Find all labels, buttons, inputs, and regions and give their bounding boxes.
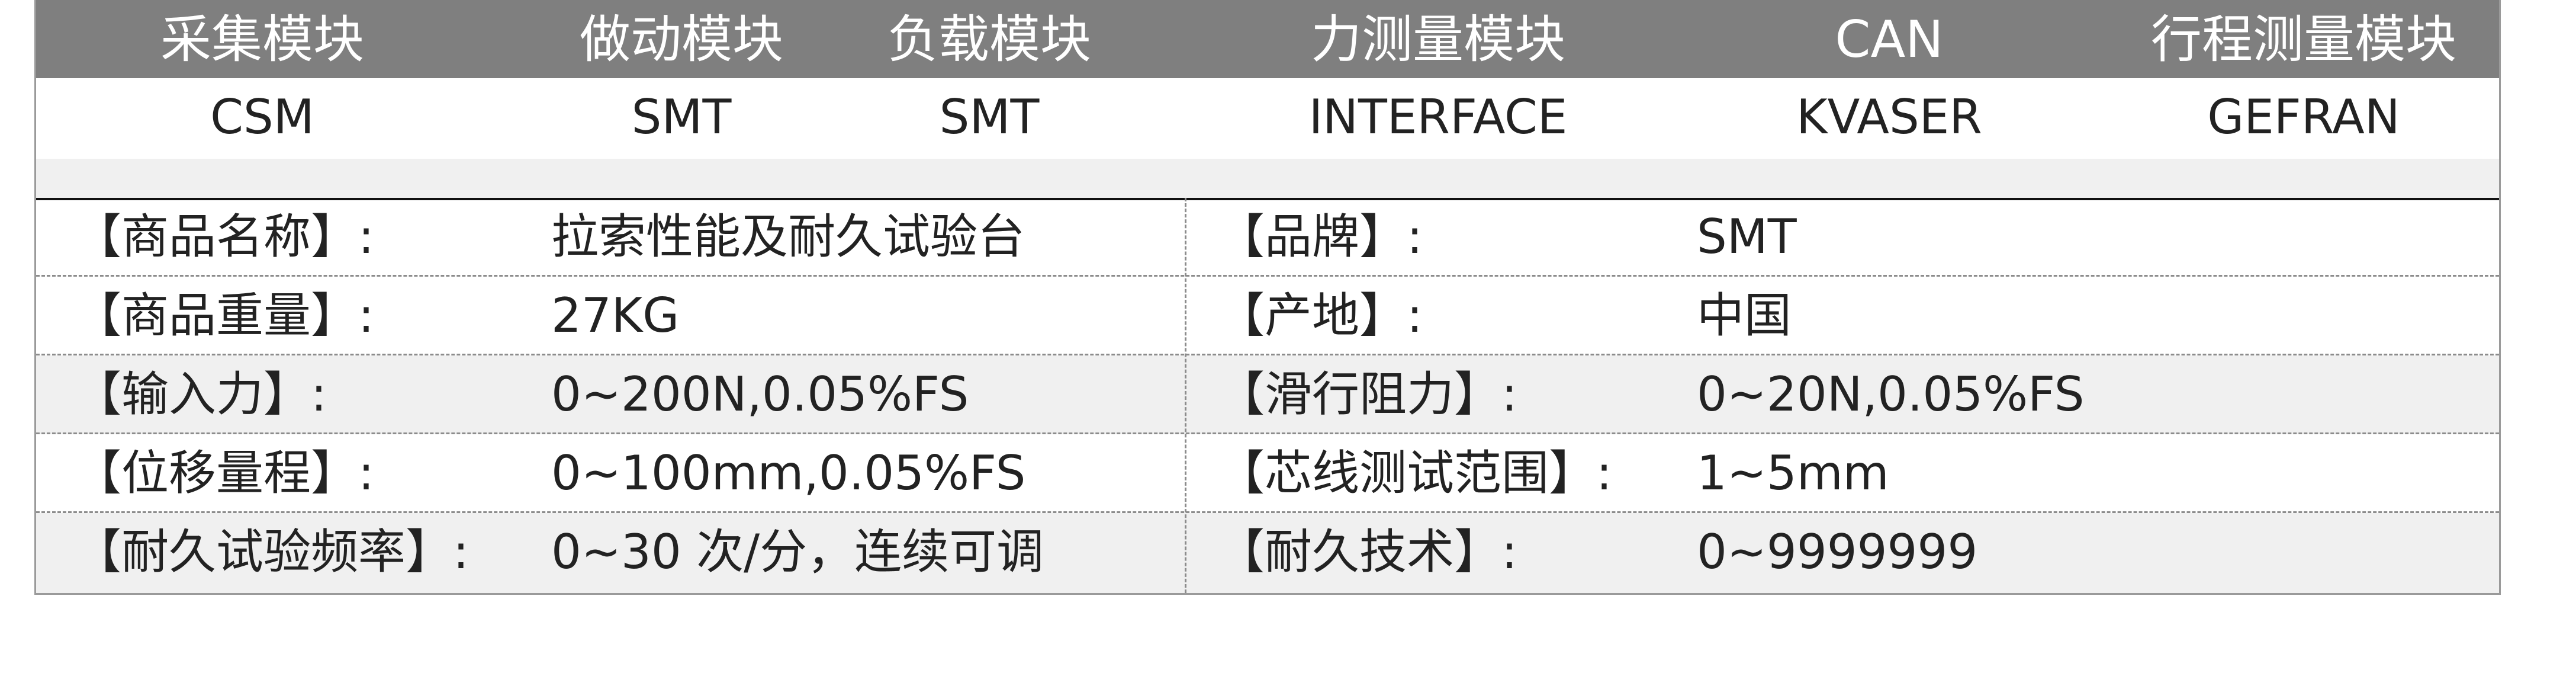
spec-value: 0~100mm,0.05%FS [551,446,1026,501]
spec-label: 【滑行阻力】: [1217,367,1517,422]
spec-value: 0~20N,0.05%FS [1697,367,2085,422]
spec-value: 0~30 次/分，连续可调 [551,524,1044,579]
spec-label: 【商品重量】: [74,288,374,343]
spec-row: 【耐久试验频率】: 0~30 次/分，连续可调 【耐久技术】: 0~999999… [36,513,2499,593]
module-header-row: 采集模块 做动模块 负载模块 力测量模块 CAN 行程测量模块 [36,0,2499,78]
spec-value: 中国 [1697,288,1792,343]
module-brand: SMT [939,89,1040,145]
module-brand: GEFRAN [2207,89,2400,145]
spec-value: SMT [1697,209,1797,264]
module-brand: INTERFACE [1308,89,1568,145]
spec-row: 【位移量程】: 0~100mm,0.05%FS 【芯线测试范围】: 1~5mm [36,434,2499,513]
spec-sheet: 采集模块 做动模块 负载模块 力测量模块 CAN 行程测量模块 CSM SMT … [34,0,2501,595]
module-name: 负载模块 [887,10,1091,69]
spec-row: 【输入力】: 0~200N,0.05%FS 【滑行阻力】: 0~20N,0.05… [36,355,2499,434]
spec-row: 【商品名称】: 拉索性能及耐久试验台 【品牌】: SMT [36,198,2499,277]
module-name: 行程测量模块 [2151,10,2456,69]
spec-label: 【位移量程】: [74,446,374,501]
column-divider [1185,198,1186,593]
module-name: CAN [1835,10,1944,69]
module-brand: CSM [210,89,314,145]
spec-label: 【输入力】: [74,367,327,422]
spec-value: 1~5mm [1697,446,1889,501]
spec-value: 0~9999999 [1697,524,1978,579]
spec-label: 【品牌】: [1217,209,1423,264]
spec-row: 【商品重量】: 27KG 【产地】: 中国 [36,277,2499,355]
module-brand: KVASER [1796,89,1982,145]
module-brand-row: CSM SMT SMT INTERFACE KVASER GEFRAN [36,78,2499,161]
spec-label: 【芯线测试范围】: [1217,446,1612,501]
module-name: 做动模块 [580,10,783,69]
module-brand: SMT [631,89,732,145]
spec-label: 【产地】: [1217,288,1423,343]
spec-value: 拉索性能及耐久试验台 [551,209,1025,264]
spec-value: 27KG [551,288,680,343]
module-name: 力测量模块 [1311,10,1565,69]
spec-label: 【耐久技术】: [1217,524,1517,579]
spec-table: 【商品名称】: 拉索性能及耐久试验台 【品牌】: SMT 【商品重量】: 27K… [36,198,2499,593]
spec-label: 【商品名称】: [74,209,374,264]
module-name: 采集模块 [160,10,364,69]
section-divider [36,159,2499,200]
spec-label: 【耐久试验频率】: [74,524,469,579]
spec-value: 0~200N,0.05%FS [551,367,969,422]
